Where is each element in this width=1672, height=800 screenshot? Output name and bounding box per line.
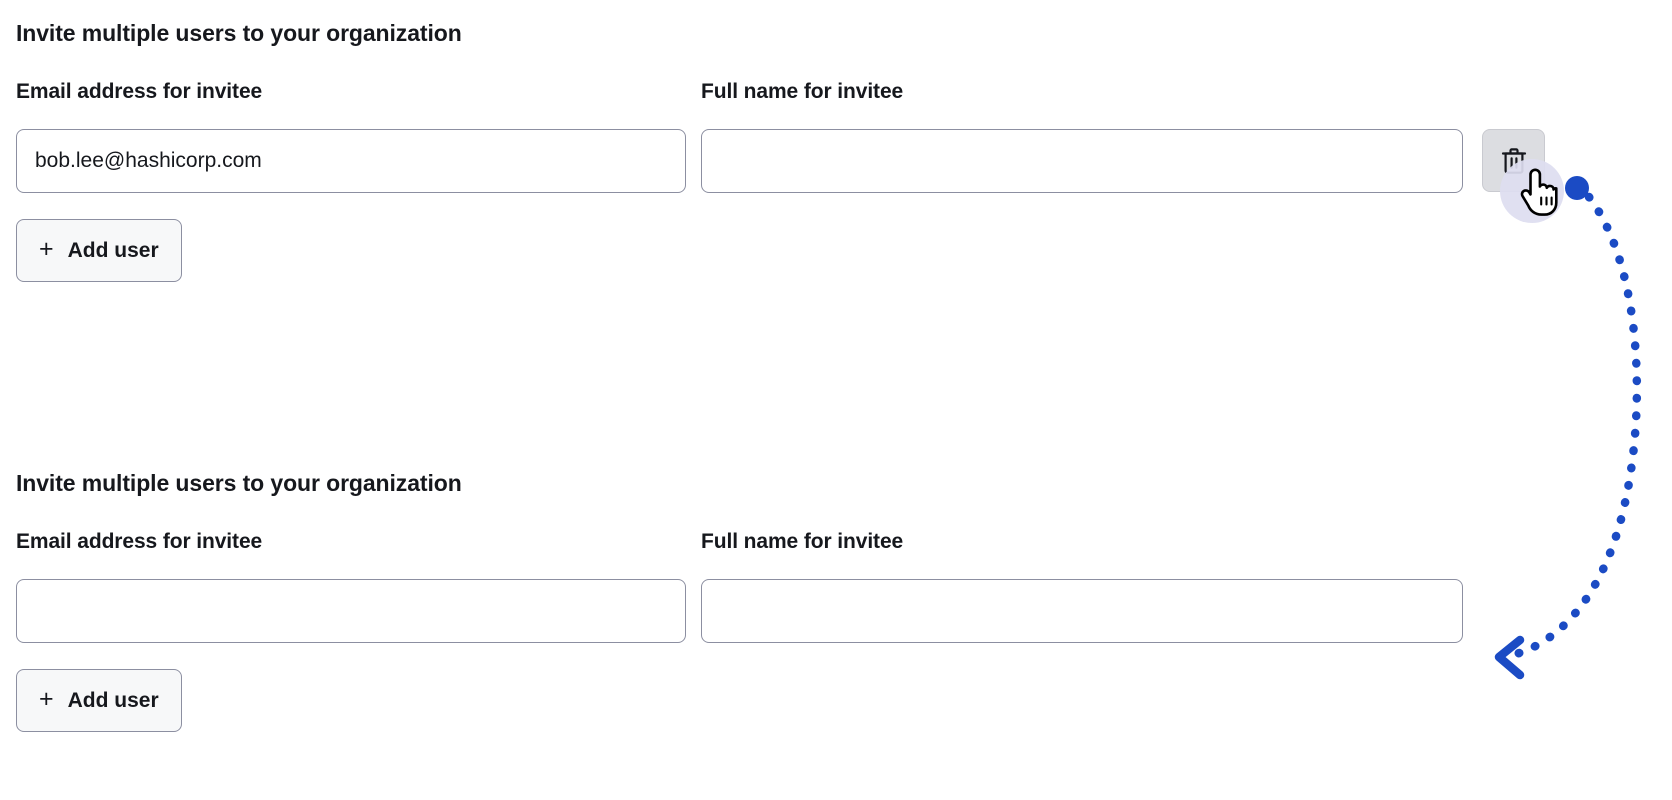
email-input[interactable] <box>16 129 686 193</box>
fullname-field-label: Full name for invitee <box>701 80 904 103</box>
fullname-field-label-2: Full name for invitee <box>701 530 904 553</box>
fullname-input-2[interactable] <box>701 579 1463 643</box>
fullname-input[interactable] <box>701 129 1463 193</box>
trash-icon <box>1501 147 1527 175</box>
email-field-label: Email address for invitee <box>16 80 263 103</box>
add-user-button-label: Add user <box>67 238 159 262</box>
page-title: Invite multiple users to your organizati… <box>16 20 462 46</box>
plus-icon-2: + <box>39 685 54 713</box>
add-user-button[interactable]: + Add user <box>16 219 182 282</box>
click-dot-marker <box>1565 176 1589 200</box>
add-user-button-2[interactable]: + Add user <box>16 669 182 732</box>
delete-row-button[interactable] <box>1482 129 1545 192</box>
page-title-2: Invite multiple users to your organizati… <box>16 470 462 496</box>
email-input-2[interactable] <box>16 579 686 643</box>
email-field-label-2: Email address for invitee <box>16 530 263 553</box>
add-user-button-label-2: Add user <box>67 688 159 712</box>
plus-icon: + <box>39 235 54 263</box>
